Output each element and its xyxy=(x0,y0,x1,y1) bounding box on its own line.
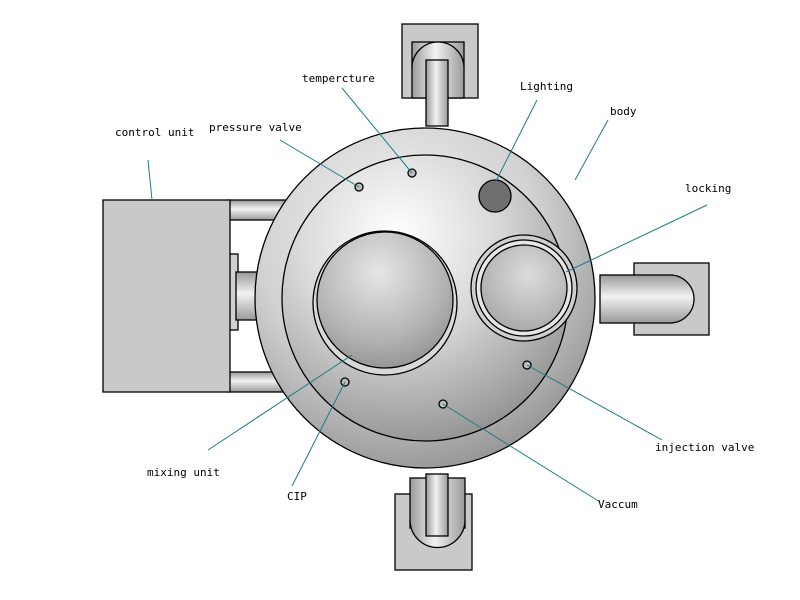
label-pressure-valve: pressure valve xyxy=(209,121,302,134)
label-vacuum: Vaccum xyxy=(598,498,638,511)
leader-cip xyxy=(291,381,346,487)
label-mixing-unit: mixing unit xyxy=(147,466,220,479)
label-control-unit: control unit xyxy=(115,126,194,139)
label-cip: CIP xyxy=(287,490,307,503)
label-injection-valve: injection valve xyxy=(655,441,754,454)
locking-port xyxy=(470,234,578,342)
leader-lines xyxy=(147,87,708,503)
leader-locking xyxy=(565,204,708,273)
mixing-unit-dome xyxy=(312,230,458,376)
label-locking: locking xyxy=(685,182,731,195)
control-unit-box xyxy=(102,199,231,393)
leader-temperature xyxy=(341,87,413,174)
leader-injection-valve xyxy=(526,364,663,441)
top-bracket xyxy=(401,23,479,127)
lighting-port xyxy=(478,179,512,213)
leader-control-unit xyxy=(147,159,153,201)
leader-mixing-unit xyxy=(207,354,353,451)
label-lighting: Lighting xyxy=(520,80,573,93)
right-bracket xyxy=(599,262,710,336)
leader-pressure-valve xyxy=(279,139,360,188)
leader-lighting xyxy=(495,99,538,182)
leader-vacuum xyxy=(442,403,601,503)
label-temperature: tempercture xyxy=(302,72,375,85)
leader-body xyxy=(574,119,609,181)
label-body: body xyxy=(610,105,637,118)
bottom-bracket xyxy=(394,473,473,571)
